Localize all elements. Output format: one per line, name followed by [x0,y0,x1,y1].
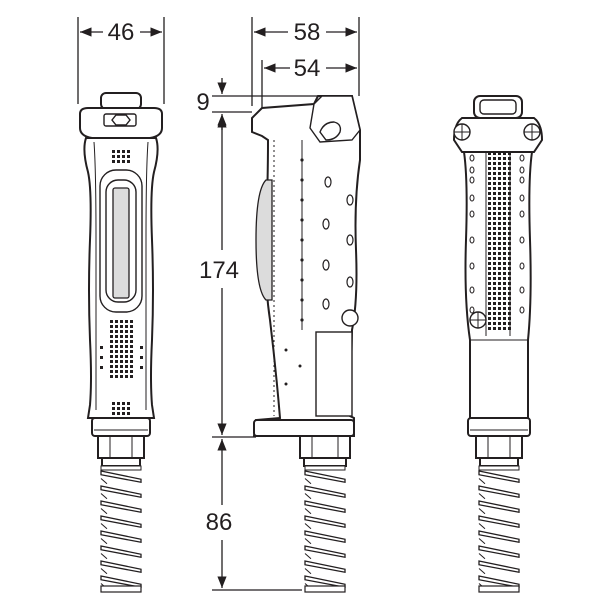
dimension-86: 86 [206,439,302,591]
side-base [253,419,355,437]
front-gland [97,435,145,459]
dimension-58: 58 [251,17,360,106]
dimension-174: 174 [199,116,256,438]
back-view [452,95,544,593]
front-view [79,92,163,593]
back-screw-top-left [453,123,471,141]
side-gland [299,435,351,459]
back-screw-bottom [469,311,487,329]
side-view [251,95,361,593]
back-cable-spring [478,465,520,593]
back-screw-top-right [523,123,541,141]
dimension-label-cable-length: 86 [206,509,233,536]
front-grip-texture [100,150,143,415]
dimension-label-handle-length: 174 [199,257,239,284]
side-fixing-hole [341,309,359,327]
dimension-label-width-front: 46 [108,19,135,46]
back-grip-texture [469,152,525,330]
side-enable-button [255,179,273,301]
front-nut [111,114,131,126]
back-collar [467,417,531,437]
side-lower-panel [315,331,353,417]
dimension-label-total-width-side: 58 [294,19,321,46]
back-head [452,117,544,153]
side-grip-texture [284,158,354,386]
dimension-label-body-width-side: 54 [294,55,321,82]
front-enable-button [112,187,130,299]
dimension-label-top-offset: 9 [196,89,209,116]
back-gland [475,435,523,459]
front-top-connector [100,92,142,110]
front-cable-spring [100,465,142,593]
side-head-eye [319,121,342,141]
dimension-46: 46 [77,17,165,104]
front-collar [91,417,151,437]
dimension-54: 54 [261,55,357,112]
side-cable-spring [304,465,346,593]
